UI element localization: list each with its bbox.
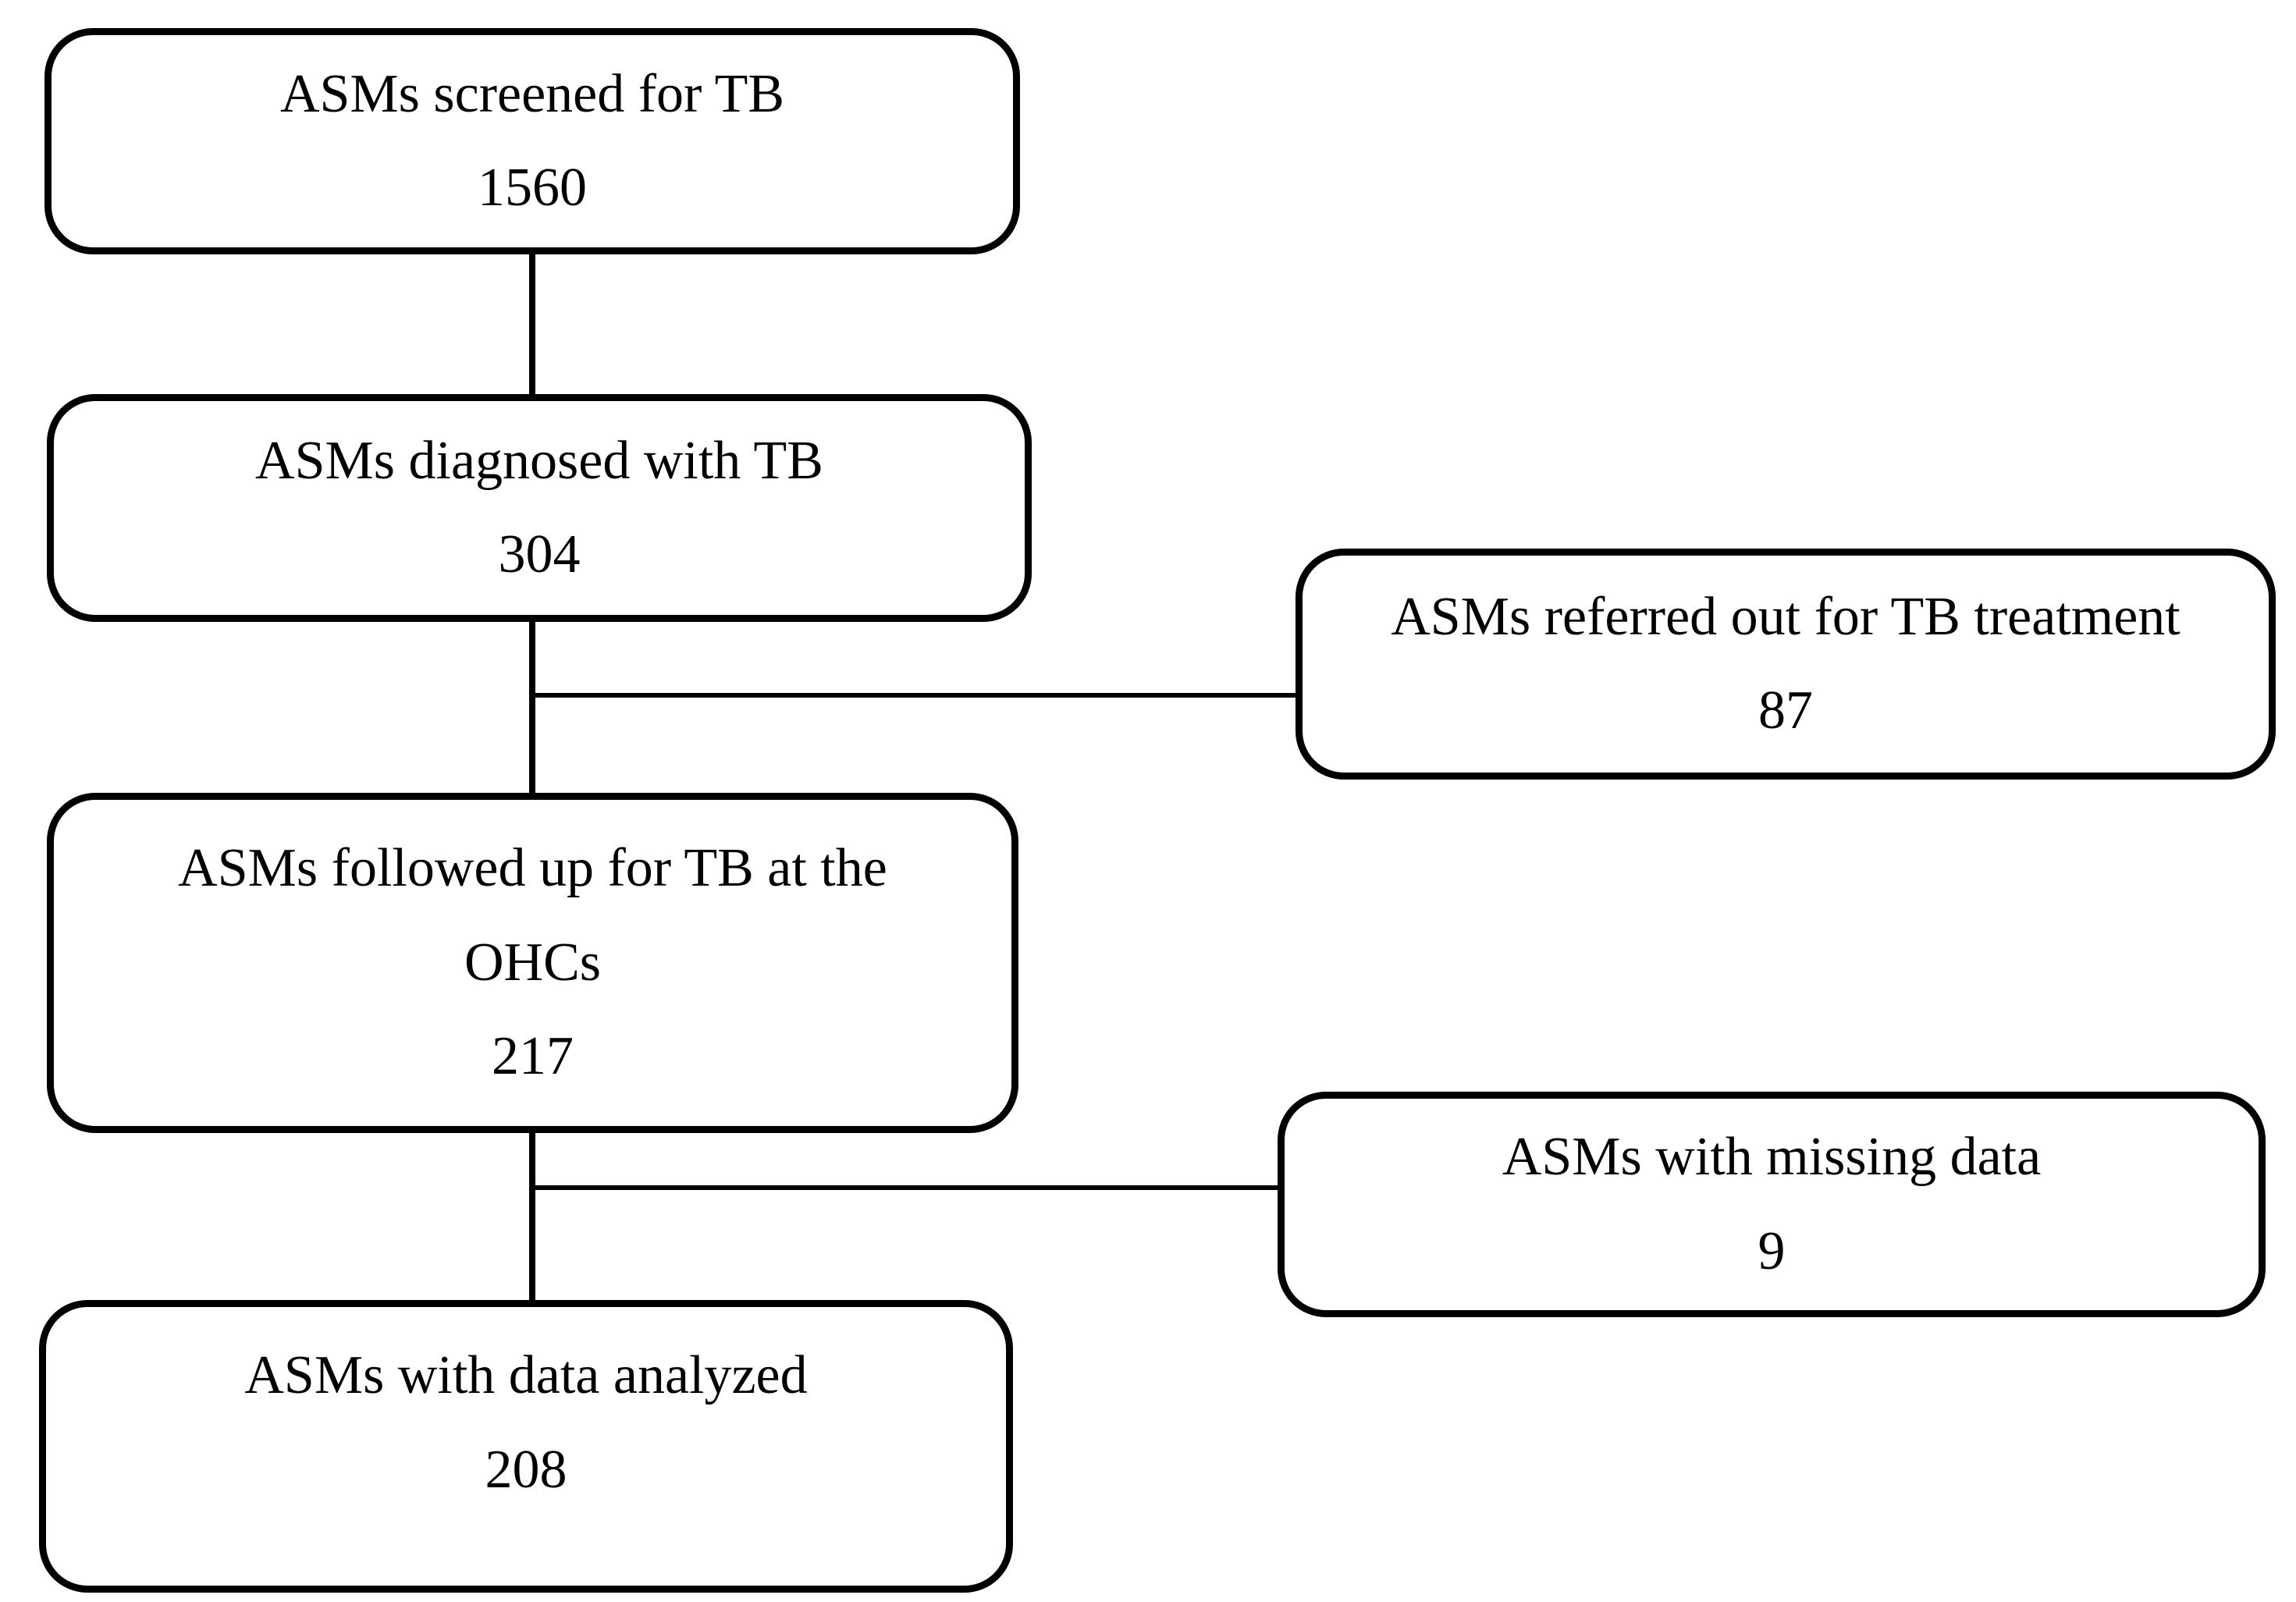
node-missing: ASMs with missing data 9 — [1278, 1092, 2266, 1317]
node-referred: ASMs referred out for TB treatment 87 — [1295, 549, 2276, 780]
node-referred-label: ASMs referred out for TB treatment — [1391, 586, 2180, 647]
node-screened-value: 1560 — [478, 158, 587, 218]
node-followed-label-line2: OHCs — [464, 932, 602, 993]
node-referred-value: 87 — [1758, 680, 1813, 741]
node-missing-label: ASMs with missing data — [1502, 1127, 2042, 1188]
edge-branch-missing — [529, 1185, 1279, 1190]
node-analyzed-value: 208 — [485, 1439, 567, 1500]
edge-diagnosed-followed — [529, 618, 535, 796]
node-screened-label: ASMs screened for TB — [279, 63, 785, 124]
node-diagnosed-label: ASMs diagnosed with TB — [255, 430, 823, 491]
node-analyzed: ASMs with data analyzed 208 — [39, 1300, 1013, 1593]
node-followed-value: 217 — [492, 1026, 574, 1087]
edge-followed-analyzed — [529, 1130, 535, 1303]
node-diagnosed-value: 304 — [498, 524, 581, 584]
node-diagnosed: ASMs diagnosed with TB 304 — [47, 394, 1032, 622]
node-followed: ASMs followed up for TB at the OHCs 217 — [47, 793, 1018, 1133]
node-screened: ASMs screened for TB 1560 — [44, 28, 1020, 254]
edge-branch-referred — [529, 693, 1300, 698]
edge-screened-diagnosed — [529, 251, 535, 397]
node-followed-label-line1: ASMs followed up for TB at the — [178, 838, 887, 899]
node-missing-value: 9 — [1758, 1220, 1786, 1281]
node-analyzed-label: ASMs with data analyzed — [244, 1345, 808, 1406]
